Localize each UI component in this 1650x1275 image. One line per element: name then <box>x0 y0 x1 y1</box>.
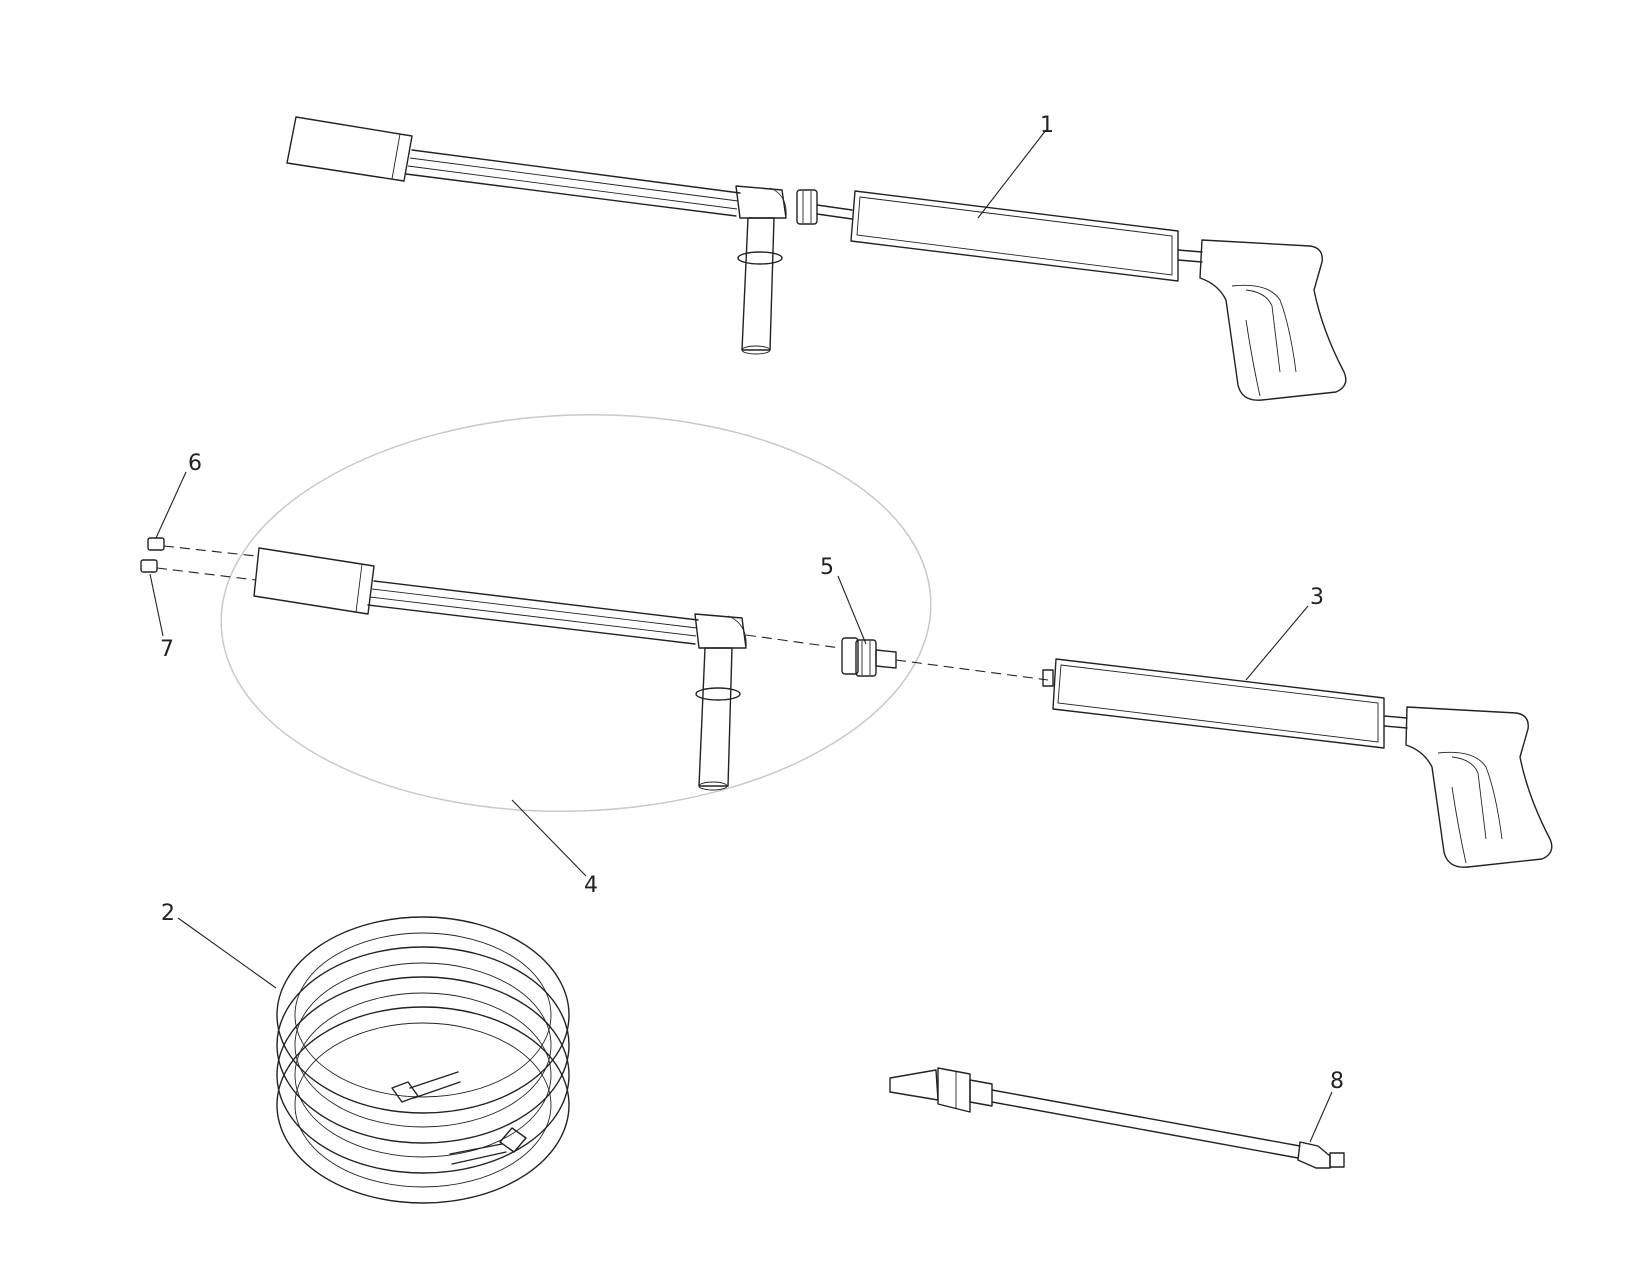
callout-6: 6 <box>188 451 202 476</box>
part-3-gun-body <box>1042 658 1553 868</box>
part-5-nut <box>841 637 1049 681</box>
part-6-nozzle <box>147 537 257 557</box>
part-4-assembly-outline <box>220 413 932 813</box>
leader-6 <box>155 471 187 539</box>
callout-1: 1 <box>1040 113 1054 138</box>
part-2-hose-coil <box>276 916 570 1204</box>
callout-8: 8 <box>1330 1069 1344 1094</box>
leader-3 <box>1245 605 1309 681</box>
part-4-lance-assembly <box>253 547 841 791</box>
part-7-nozzle <box>140 559 257 581</box>
leader-1 <box>977 129 1047 219</box>
leader-5 <box>837 575 867 645</box>
callout-3: 3 <box>1310 585 1324 610</box>
callout-7: 7 <box>160 637 174 662</box>
callout-4: 4 <box>584 873 598 898</box>
part-1-spray-gun-assembly <box>286 116 1347 401</box>
callout-2: 2 <box>161 901 175 926</box>
leader-8 <box>1309 1091 1333 1143</box>
leader-2 <box>177 917 277 989</box>
leader-7 <box>149 573 164 637</box>
part-8-extension-wand <box>889 1067 1345 1169</box>
callout-5: 5 <box>820 555 834 580</box>
leader-4 <box>511 799 587 877</box>
